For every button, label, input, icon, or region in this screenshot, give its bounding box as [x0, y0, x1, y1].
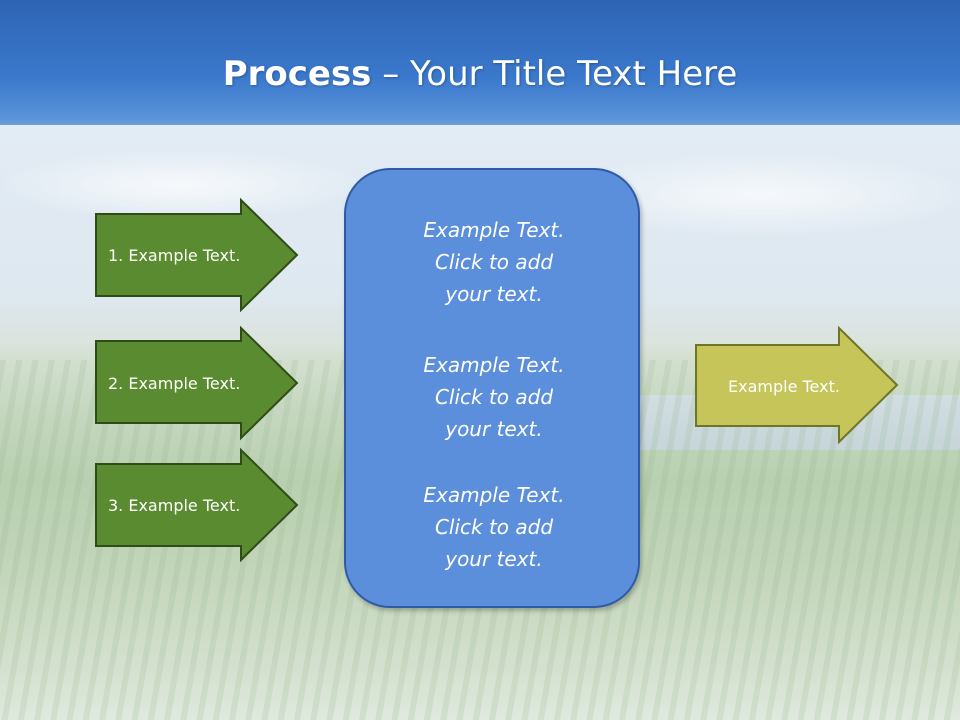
center-text-3[interactable]: Example Text. Click to add your text.: [423, 483, 565, 571]
sky-background: [0, 0, 960, 140]
left-arrow-3[interactable]: 3. Example Text.: [95, 447, 300, 563]
left-arrow-2-polygon: [95, 325, 299, 441]
right-arrow-polygon: [695, 325, 899, 445]
right-arrow[interactable]: Example Text.: [695, 325, 900, 445]
title-rest-part: – Your Title Text Here: [371, 54, 738, 94]
left-arrow-3-label: 3. Example Text.: [108, 495, 241, 515]
left-arrow-1-polygon: [95, 197, 299, 313]
left-arrow-1-label: 1. Example Text.: [108, 245, 241, 265]
left-arrow-3-polygon: [95, 447, 299, 563]
center-text-2[interactable]: Example Text. Click to add your text.: [423, 353, 565, 441]
left-arrow-2[interactable]: 2. Example Text.: [95, 325, 300, 441]
left-arrow-1[interactable]: 1. Example Text.: [95, 197, 300, 313]
center-text-1[interactable]: Example Text. Click to add your text.: [423, 218, 565, 306]
left-arrow-3-shape: [95, 447, 299, 563]
left-arrow-1-shape: [95, 197, 299, 313]
right-arrow-shape: [695, 325, 899, 445]
left-arrow-2-shape: [95, 325, 299, 441]
left-arrow-2-label: 2. Example Text.: [108, 373, 241, 393]
center-process-box[interactable]: Example Text. Click to add your text. Ex…: [344, 168, 640, 608]
slide-title[interactable]: Process – Your Title Text Here: [0, 52, 960, 96]
title-bold-part: Process: [222, 54, 372, 94]
right-arrow-label: Example Text.: [728, 376, 840, 396]
